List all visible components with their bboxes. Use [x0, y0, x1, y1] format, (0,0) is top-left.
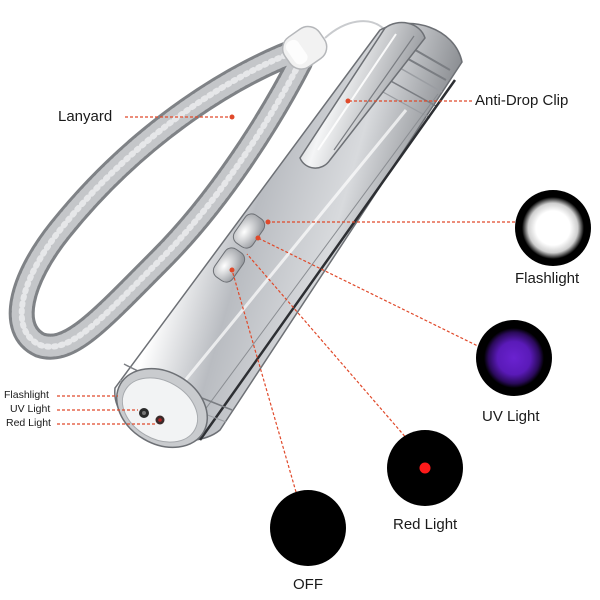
tip-uv-label: UV Light — [10, 403, 51, 415]
lanyard-label: Lanyard — [58, 108, 113, 125]
uv-mode-label: UV Light — [482, 408, 540, 425]
flashlight-body — [114, 22, 463, 449]
red-mode-label: Red Light — [393, 516, 458, 533]
lanyard-strap — [8, 20, 386, 360]
leader-lines — [57, 100, 520, 493]
tip-flashlight-label: Flashlight — [4, 389, 49, 401]
flashlight-glow-icon — [522, 197, 584, 259]
mode-buttons — [212, 213, 266, 283]
clip-label: Anti-Drop Clip — [475, 92, 569, 109]
tip-red-label: Red Light — [6, 417, 51, 429]
off-mode-label: OFF — [293, 576, 323, 593]
off-mode-circle — [270, 490, 346, 566]
anti-drop-clip — [299, 21, 426, 169]
lens-face — [115, 367, 209, 449]
leader-dots — [229, 98, 351, 273]
flashlight-mode-label: Flashlight — [515, 270, 580, 287]
lanyard-cap — [281, 25, 328, 70]
red-dot-icon — [419, 462, 431, 474]
uv-glow-icon — [484, 328, 544, 388]
